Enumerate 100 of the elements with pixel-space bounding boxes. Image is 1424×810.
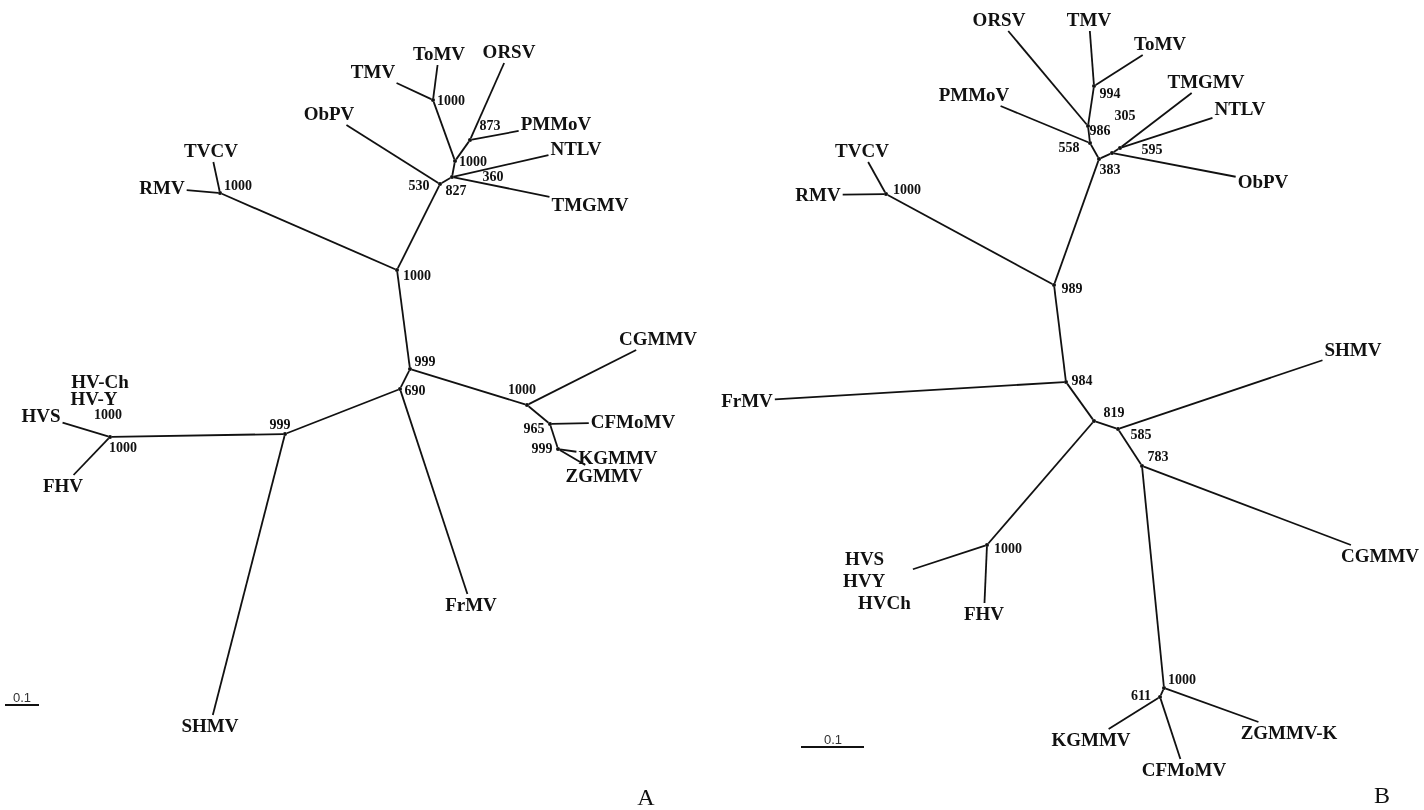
- tree-branch: [220, 192, 397, 271]
- tree-branch: [1066, 382, 1094, 421]
- taxon-label: HVS: [21, 405, 61, 427]
- branch-node: [1092, 84, 1096, 88]
- tree-branch: [551, 422, 590, 425]
- tree-branch: [432, 100, 456, 160]
- branch-node: [556, 447, 560, 451]
- branch-node: [1092, 419, 1096, 423]
- bootstrap-value: 1000: [508, 382, 536, 398]
- bootstrap-value: 530: [408, 178, 430, 194]
- bootstrap-value: 1000: [1168, 672, 1196, 688]
- tree-branch: [72, 437, 110, 476]
- bootstrap-value: 611: [1130, 688, 1152, 704]
- bootstrap-value: 994: [1099, 86, 1121, 102]
- taxon-label: FrMV: [445, 594, 497, 616]
- branch-node: [218, 191, 222, 195]
- tree-branch: [1094, 54, 1144, 86]
- tree-branch: [111, 433, 284, 438]
- branch-node: [1116, 427, 1120, 431]
- taxon-label: FrMV: [721, 390, 773, 412]
- taxon-label: ToMV: [412, 43, 466, 65]
- tree-branch: [1121, 117, 1214, 149]
- taxon-label: PMMoV: [520, 113, 592, 135]
- tree-branch: [1053, 286, 1067, 381]
- taxon-label: HVS: [845, 548, 885, 570]
- bootstrap-value: 558: [1058, 140, 1080, 156]
- branch-node: [395, 268, 399, 272]
- taxon-label: RMV: [795, 184, 841, 206]
- taxon-label: TMV: [1066, 9, 1112, 31]
- panel-label: A: [637, 783, 655, 810]
- tree-branch: [1087, 127, 1091, 142]
- tree-branch: [912, 544, 986, 571]
- tree-branch: [1007, 30, 1088, 126]
- bootstrap-value: 827: [445, 183, 467, 199]
- branch-node: [283, 432, 287, 436]
- taxon-label: HVY: [843, 570, 886, 592]
- branch-node: [398, 387, 402, 391]
- taxon-label: HVCh: [858, 592, 911, 614]
- bootstrap-value: 984: [1071, 373, 1093, 389]
- tree-branch: [773, 381, 1065, 401]
- taxon-label: ToMV: [1133, 33, 1187, 55]
- bootstrap-value: 999: [269, 417, 291, 433]
- taxon-label: ZGMMV-K: [1240, 722, 1338, 744]
- bootstrap-value: 986: [1089, 123, 1111, 139]
- branch-node: [884, 192, 888, 196]
- tree-branch: [345, 124, 440, 184]
- tree-branch: [1053, 160, 1100, 284]
- taxon-label: CGMMV: [1340, 545, 1420, 567]
- taxon-label: SHMV: [181, 715, 239, 737]
- taxon-label: TVCV: [835, 140, 889, 162]
- bootstrap-value: 305: [1114, 108, 1136, 124]
- branch-node: [1110, 151, 1114, 155]
- tree-branch: [1141, 467, 1165, 687]
- branch-node: [1052, 283, 1056, 287]
- tree-branch: [987, 421, 1094, 545]
- branch-node: [108, 435, 112, 439]
- bootstrap-value: 965: [523, 421, 545, 437]
- bootstrap-value: 1000: [109, 440, 137, 456]
- tree-branch: [455, 140, 470, 161]
- bootstrap-value: 989: [1061, 281, 1083, 297]
- tree-branch: [61, 421, 109, 438]
- branch-node: [1064, 380, 1068, 384]
- branch-node: [1162, 686, 1166, 690]
- branch-node: [525, 403, 529, 407]
- tree-branch: [453, 154, 550, 178]
- tree-branch: [211, 435, 286, 716]
- tree-branch: [559, 448, 578, 453]
- taxon-label: ObPV: [303, 103, 355, 125]
- bootstrap-value: 783: [1147, 449, 1169, 465]
- taxon-label: TMGMV: [551, 194, 629, 216]
- tree-branch: [1099, 152, 1112, 160]
- scale-value: 0.1: [12, 689, 32, 705]
- tree-branch: [453, 176, 551, 198]
- taxon-label: CFMoMV: [1141, 759, 1227, 781]
- taxon-label: TVCV: [184, 140, 238, 162]
- scale-value: 0.1: [823, 731, 843, 747]
- tree-branch: [1087, 87, 1095, 125]
- taxon-label: NTLV: [550, 138, 602, 160]
- tree-branch: [432, 64, 439, 99]
- bootstrap-value: 1000: [893, 182, 921, 198]
- tree-branch: [527, 349, 638, 405]
- branch-node: [431, 98, 435, 102]
- taxon-label: NTLV: [1214, 98, 1266, 120]
- tree-branch: [396, 271, 411, 368]
- taxon-label: TMGMV: [1167, 71, 1245, 93]
- taxon-label: RMV: [139, 177, 185, 199]
- bootstrap-value: 383: [1099, 162, 1121, 178]
- branch-node: [468, 138, 472, 142]
- tree-branch: [1095, 420, 1117, 430]
- tree-branch: [1112, 148, 1120, 153]
- tree-branch: [451, 162, 456, 176]
- bootstrap-value: 1000: [224, 178, 252, 194]
- tree-branch: [212, 161, 221, 192]
- tree-branch: [395, 82, 433, 101]
- branch-node: [1097, 157, 1101, 161]
- branch-node: [408, 367, 412, 371]
- tree-branch: [397, 184, 440, 270]
- tree-branch: [440, 177, 452, 184]
- tree-branch: [1118, 429, 1142, 466]
- branch-node: [1086, 124, 1090, 128]
